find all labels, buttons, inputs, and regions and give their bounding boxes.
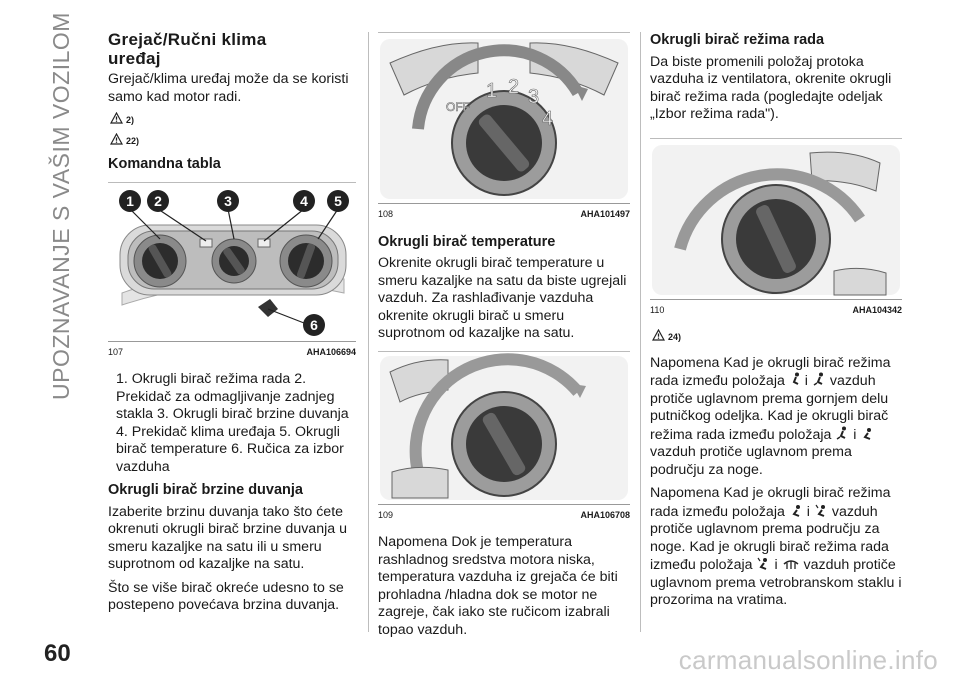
dial-label-3: 3: [528, 86, 539, 108]
airflow-feet-defrost-icon: [757, 557, 768, 570]
warning-triangle-icon: [652, 329, 665, 341]
column-3: Okrugli birač režima rada Da biste prome…: [650, 30, 902, 616]
subheading-control-panel: Komandna tabla: [108, 156, 221, 172]
callout-5: 5: [334, 193, 342, 209]
callout-1: 1: [126, 193, 134, 209]
fan-paragraph-2: Što se više birač okreće udesno to se po…: [108, 579, 344, 614]
dial-label-1: 1: [486, 80, 497, 102]
warning-triangle-icon: [110, 132, 123, 145]
warning-ref: 2): [110, 112, 356, 130]
figure-109: [378, 350, 630, 505]
dial-label-4: 4: [542, 108, 553, 130]
intro-text: Grejač/klima uređaj može da se koristi s…: [108, 71, 349, 105]
subheading-fan-speed: Okrugli birač brzine duvanja: [108, 482, 303, 498]
callout-6: 6: [310, 317, 318, 333]
mode-paragraph: Da biste promenili položaj protoka vazdu…: [650, 53, 892, 123]
dial-label-off: OFF: [446, 100, 470, 114]
airflow-face-icon: [792, 372, 799, 385]
figure-legend: 1. Okrugli birač režima rada 2. Prekidač…: [116, 371, 349, 475]
airflow-face-feet-icon: [836, 426, 847, 440]
figure-108: OFF 1 2 3 4: [378, 32, 630, 204]
note-paragraph: Napomena Dok je temperatura rashladnog s…: [378, 534, 618, 638]
dial-label-2: 2: [508, 76, 519, 98]
warning-triangle-icon: [110, 112, 123, 124]
windshield-defrost-icon: [783, 560, 799, 569]
airflow-feet-icon: [863, 427, 872, 440]
column-divider: [640, 32, 641, 632]
watermark: carmanualsonline.info: [678, 645, 938, 675]
fan-paragraph-1: Izaberite brzinu duvanja tako što ćete o…: [108, 503, 347, 573]
figure-107: 1 2 3 4 5 6: [108, 181, 356, 342]
temperature-paragraph: Okrenite okrugli birač temperature u sme…: [378, 255, 627, 341]
mode-note-1: Napomena Kad je okrugli birač režima rad…: [650, 354, 891, 478]
figure-110: [650, 137, 902, 300]
airflow-face-feet-icon: [813, 372, 823, 386]
airflow-feet-defrost-icon: [815, 504, 825, 517]
callout-4: 4: [300, 193, 308, 209]
callout-2: 2: [154, 193, 162, 209]
warning-ref: 24): [652, 329, 902, 347]
subheading-temperature: Okrugli birač temperature: [378, 233, 556, 250]
column-divider: [368, 32, 369, 632]
callout-3: 3: [224, 193, 232, 209]
fan-speed-dial-illustration: OFF 1 2 3 4: [380, 39, 628, 199]
page-number: 60: [44, 640, 71, 667]
mode-note-2: Napomena Kad je okrugli birač režima rad…: [650, 485, 902, 608]
control-panel-illustration: 1 2 3 4 5 6: [119, 189, 349, 336]
airflow-feet-icon: [792, 504, 800, 517]
mode-dial-illustration: [652, 144, 900, 295]
warning-ref: 22): [110, 132, 356, 151]
subheading-mode: Okrugli birač režima rada: [650, 32, 825, 48]
section-side-title: UPOZNAVANJE S VAŠIM VOZILOM: [48, 12, 74, 400]
temperature-dial-illustration: [380, 352, 628, 500]
